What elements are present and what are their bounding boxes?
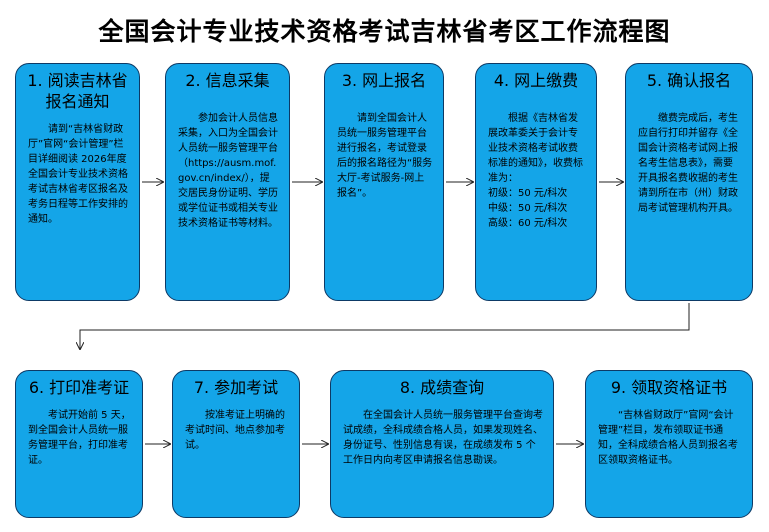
step-6-box: 6. 打印准考证 考试开始前 5 天，到全国会计人员统一服务管理平台，打印准考证… — [15, 370, 143, 518]
step-8-body: 在全国会计人员统一服务管理平台查询考试成绩，全科成绩合格人员，如果发现姓名、身份… — [343, 410, 543, 466]
step-8-box: 8. 成绩查询 在全国会计人员统一服务管理平台查询考试成绩，全科成绩合格人员，如… — [330, 370, 554, 518]
step-6-heading: 6. 打印准考证 — [28, 378, 130, 397]
step-2-body: 参加会计人员信息采集，入口为全国会计人员统一服务管理平台（https://aus… — [178, 113, 278, 229]
step-6-body: 考试开始前 5 天，到全国会计人员统一服务管理平台，打印准考证。 — [28, 410, 131, 466]
step-7-box: 7. 参加考试 按准考证上明确的考试时间、地点参加考试。 — [172, 370, 300, 518]
step-8-heading: 8. 成绩查询 — [399, 378, 485, 397]
step-9-heading: 9. 领取资格证书 — [610, 378, 728, 397]
step-9-box: 9. 领取资格证书 “吉林省财政厅”官网“会计管理”栏目，发布领取证书通知，全科… — [585, 370, 753, 518]
step-7-body: 按准考证上明确的考试时间、地点参加考试。 — [185, 410, 285, 451]
step-5-box: 5. 确认报名 缴费完成后，考生应自行打印并留存《全国会计资格考试网上报名考生信… — [625, 63, 753, 301]
page-title: 全国会计专业技术资格考试吉林省考区工作流程图 — [98, 17, 671, 46]
step-7-heading: 7. 参加考试 — [193, 378, 279, 397]
step-4-heading: 4. 网上缴费 — [493, 71, 579, 90]
step-9-body: “吉林省财政厅”官网“会计管理”栏目，发布领取证书通知，全科成绩合格人员到报名考… — [598, 410, 738, 466]
step-1-heading: 1. 阅读吉林省 报名通知 — [27, 71, 128, 111]
step-1-body: 请到“吉林省财政厅”官网“会计管理”栏目详细阅读 2026年度全国会计专业技术资… — [28, 124, 128, 225]
step-4-body: 根据《吉林省发展改革委关于会计专业技术资格考试收费标准的通知》，收费标准为： 初… — [488, 113, 583, 229]
step-3-box: 3. 网上报名 请到全国会计人员统一服务管理平台进行报名，考试登录后的报名路径为… — [324, 63, 444, 301]
step-5-body: 缴费完成后，考生应自行打印并留存《全国会计资格考试网上报名考生信息表》，需要开具… — [638, 113, 738, 214]
arrow-5-to-6 — [80, 303, 690, 349]
step-5-heading: 5. 确认报名 — [646, 71, 732, 90]
step-3-heading: 3. 网上报名 — [341, 71, 427, 90]
step-1-box: 1. 阅读吉林省 报名通知 请到“吉林省财政厅”官网“会计管理”栏目详细阅读 2… — [15, 63, 140, 301]
step-3-body: 请到全国会计人员统一服务管理平台进行报名，考试登录后的报名路径为“服务大厅-考试… — [337, 113, 433, 199]
step-2-box: 2. 信息采集 参加会计人员信息采集，入口为全国会计人员统一服务管理平台（htt… — [165, 63, 290, 301]
step-4-box: 4. 网上缴费 根据《吉林省发展改革委关于会计专业技术资格考试收费标准的通知》，… — [475, 63, 597, 301]
step-2-heading: 2. 信息采集 — [185, 71, 270, 90]
